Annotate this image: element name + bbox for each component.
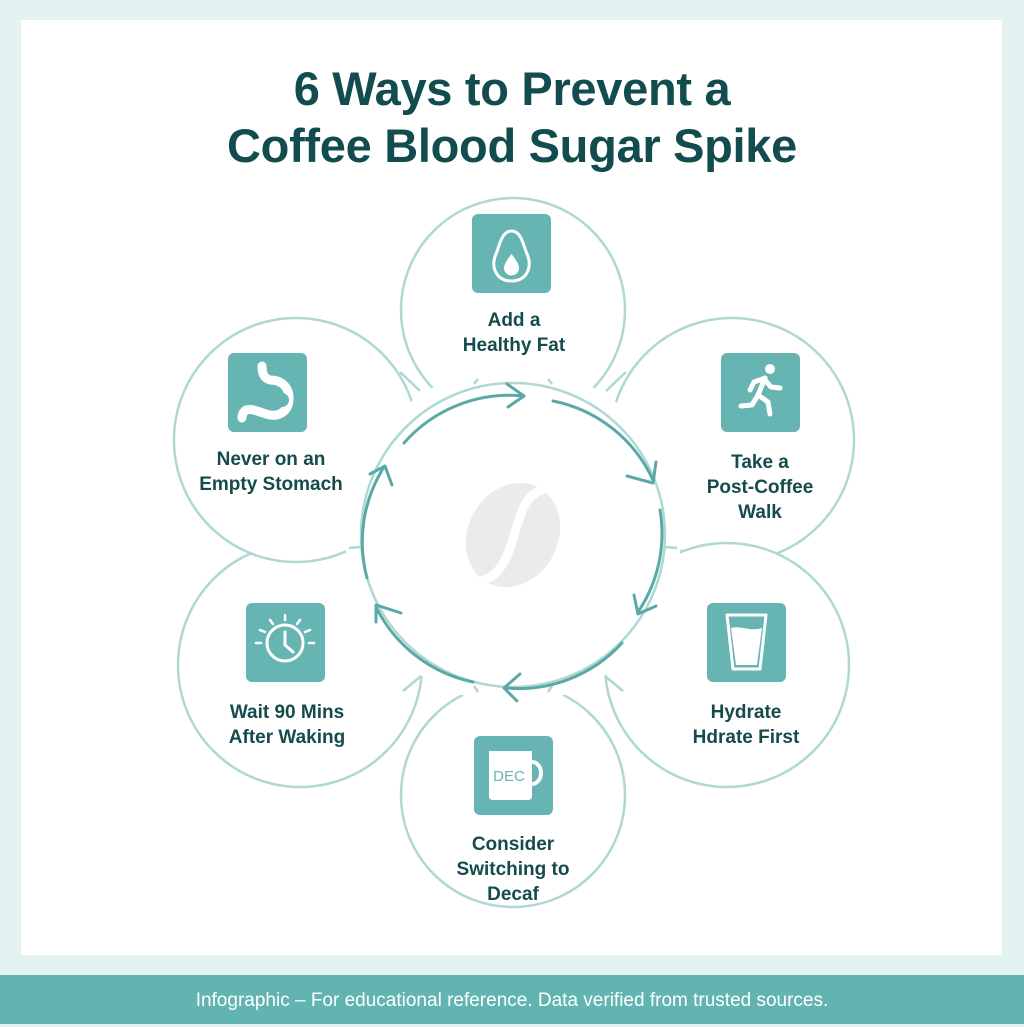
arrow-head-1 bbox=[505, 382, 526, 409]
step-3-label-line-1: Hydrate bbox=[711, 702, 782, 723]
stomach-icon bbox=[228, 353, 307, 432]
arrow-head-3 bbox=[632, 593, 658, 616]
arrow-arc-4 bbox=[504, 641, 624, 691]
arrow-arc-3 bbox=[636, 508, 664, 614]
cycle-arrows bbox=[360, 382, 664, 703]
step-6-label-line-2: Empty Stomach bbox=[199, 474, 343, 495]
water-glass-icon bbox=[707, 603, 786, 682]
arrow-arc-5 bbox=[374, 605, 475, 684]
running-person-icon bbox=[721, 353, 800, 432]
step-1-label-line-1: Add a bbox=[488, 310, 541, 331]
connectors bbox=[348, 371, 678, 693]
step-5-label-line-1: Wait 90 Mins bbox=[230, 702, 344, 723]
step-labels: Add a Healthy Fat Take a Post-Coffee Wal… bbox=[199, 310, 813, 905]
footer-text: Infographic – For educational reference.… bbox=[195, 990, 829, 1011]
decaf-mug-icon: DEC bbox=[474, 736, 553, 815]
arrow-arc-2 bbox=[551, 399, 655, 482]
step-3-label-line-2: Hdrate First bbox=[693, 727, 800, 748]
step-2-label-line-1: Take a bbox=[731, 452, 789, 473]
arrow-head-6 bbox=[368, 464, 394, 487]
arrow-head-4 bbox=[502, 672, 522, 703]
step-4-label-line-1: Consider bbox=[472, 834, 555, 855]
arrow-head-2 bbox=[625, 460, 658, 485]
decaf-mug-text: DEC bbox=[493, 768, 525, 785]
title-line-2: Coffee Blood Sugar Spike bbox=[227, 119, 797, 172]
arrow-arc-6 bbox=[360, 465, 386, 580]
page-title: 6 Ways to Prevent a Coffee Blood Sugar S… bbox=[0, 60, 1024, 174]
arrow-head-5 bbox=[374, 603, 403, 624]
clock-sunrise-icon bbox=[246, 603, 325, 682]
step-2-label-line-2: Post-Coffee bbox=[707, 477, 814, 498]
step-1-label-line-2: Healthy Fat bbox=[463, 335, 566, 356]
step-4-label-line-2: Switching to bbox=[457, 859, 570, 880]
avocado-icon bbox=[472, 214, 551, 293]
step-4-label-line-3: Decaf bbox=[487, 884, 539, 905]
footer-banner: Infographic – For educational reference.… bbox=[0, 975, 1024, 1024]
arrow-arc-1 bbox=[402, 393, 525, 445]
step-2-label-line-3: Walk bbox=[738, 502, 782, 523]
coffee-bean-icon bbox=[465, 482, 561, 588]
step-6-label-line-1: Never on an bbox=[217, 449, 326, 470]
step-5-label-line-2: After Waking bbox=[229, 727, 345, 748]
title-line-1: 6 Ways to Prevent a bbox=[293, 62, 731, 115]
